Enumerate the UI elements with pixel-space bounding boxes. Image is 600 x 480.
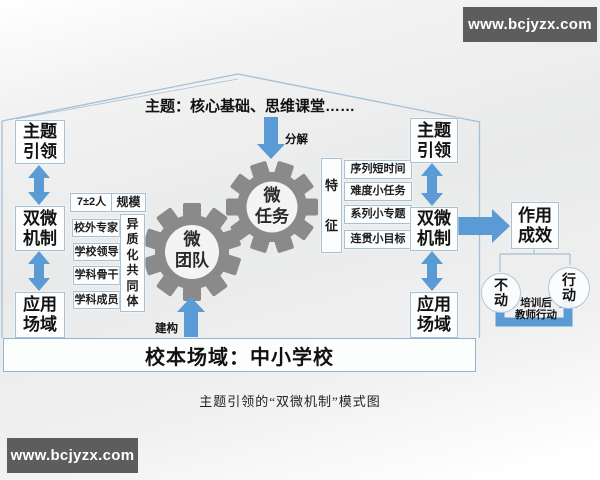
arrow-decompose-down: [257, 117, 285, 159]
arrow-construct-up: [177, 297, 205, 337]
outcome-bracket: [499, 248, 571, 272]
watermark-top-right: www.bcjyzx.com: [463, 7, 597, 42]
task-item-序列短时间: 序列短时间: [344, 160, 412, 179]
watermark-bottom-left: www.bcjyzx.com: [7, 438, 138, 473]
left-box-theme-leading: 主题 引领: [15, 120, 65, 164]
left-box-application-field: 应用 场域: [15, 292, 65, 338]
team-member-学科骨干: 学科骨干: [73, 266, 120, 285]
label-construct: 建构: [155, 323, 178, 335]
right-box-application-field: 应用 场域: [410, 292, 458, 338]
team-size-value: 7±2人: [70, 193, 113, 212]
arrow-right-bottom: [421, 251, 443, 291]
arrow-left-top: [28, 165, 50, 205]
circle-action: 行 动: [548, 267, 590, 309]
arrow-left-bottom: [28, 251, 50, 291]
team-community-label: 异 质 化 共 同 体: [120, 214, 145, 312]
task-item-连贯小目标: 连贯小目标: [344, 230, 412, 249]
base-bar-school-field: 校本场域：中小学校: [3, 338, 476, 372]
team-member-学科成员: 学科成员: [73, 291, 120, 309]
outcome-box: 作用 成效: [511, 202, 559, 249]
arrow-right-top: [421, 163, 443, 206]
gear-label-micro-team: 微 团队: [175, 230, 209, 270]
gear-micro-team: [143, 203, 241, 301]
task-item-难度小任务: 难度小任务: [344, 182, 412, 201]
arrow-to-outcome: [456, 209, 510, 243]
right-box-dual-micro-mechanism: 双微 机制: [410, 207, 458, 251]
label-decompose: 分解: [285, 134, 308, 146]
roof-title: 主题：核心基础、思维课堂……: [144, 98, 355, 115]
task-feature-label: 特 征: [321, 158, 342, 253]
gear-label-micro-task: 微 任务: [255, 186, 289, 226]
house-outline: [1, 73, 481, 338]
left-box-dual-micro-mechanism: 双微 机制: [15, 206, 65, 251]
team-member-外部专家: 校外专家: [72, 219, 120, 237]
team-size-label: 规模: [111, 193, 146, 212]
label-training-transition: 培训后 教师行动: [515, 297, 557, 321]
figure-caption: 主题引领的“双微机制”模式图: [199, 394, 381, 409]
right-box-theme-leading: 主题 引领: [410, 118, 458, 163]
team-member-学校领导: 学校领导: [73, 243, 120, 261]
task-item-系列小专题: 系列小专题: [344, 205, 412, 224]
gear-micro-task: [226, 161, 318, 253]
circle-no-action: 不 动: [481, 273, 521, 313]
